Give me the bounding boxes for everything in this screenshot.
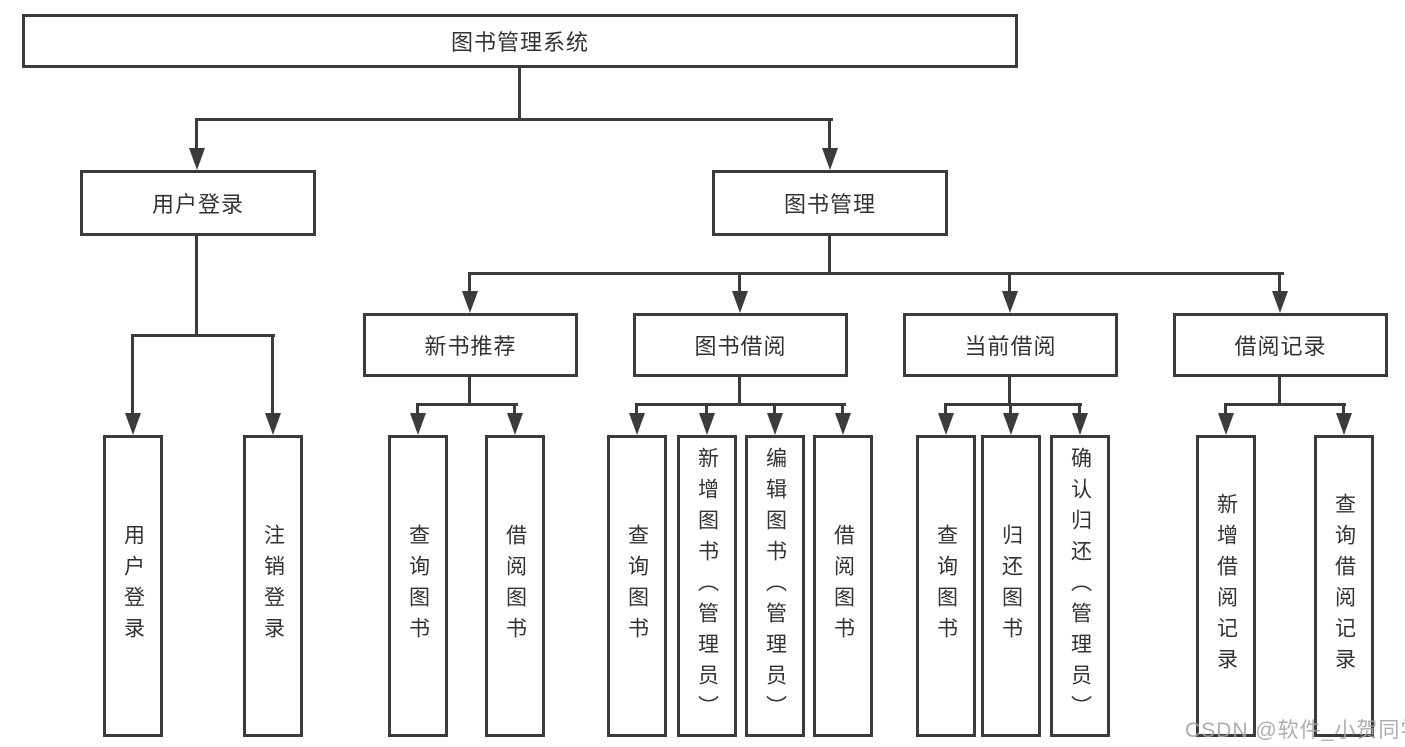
connector-segment — [944, 403, 1082, 406]
leaf-add-book-admin: 新增图书（管理员） — [677, 435, 737, 737]
connector-segment — [738, 272, 741, 293]
connector-segment — [841, 403, 844, 415]
connector-segment — [1008, 377, 1011, 406]
connector-segment — [416, 403, 518, 406]
connector-segment — [1078, 403, 1081, 415]
connector-arrowhead — [265, 413, 281, 435]
connector-segment — [635, 403, 846, 406]
node-new-book-recommendation: 新书推荐 — [363, 313, 578, 377]
csdn-watermark: CSDN @软件_小贺同学 — [1185, 719, 1405, 742]
connector-segment — [468, 272, 1284, 275]
connector-arrowhead — [822, 148, 838, 170]
connector-segment — [468, 377, 471, 406]
connector-arrowhead — [629, 413, 645, 435]
node-book-management: 图书管理 — [712, 170, 948, 236]
leaf-query-books-current: 查询图书 — [916, 435, 976, 737]
leaf-return-books: 归还图书 — [981, 435, 1041, 737]
leaf-query-books-recommend: 查询图书 — [388, 435, 448, 737]
connector-arrowhead — [938, 413, 954, 435]
leaf-logout: 注销登录 — [243, 435, 303, 737]
leaf-add-borrow-record: 新增借阅记录 — [1196, 435, 1256, 737]
leaf-query-borrow-record: 查询借阅记录 — [1314, 435, 1374, 737]
connector-segment — [1009, 403, 1012, 415]
connector-arrowhead — [507, 413, 523, 435]
node-current-borrowing: 当前借阅 — [903, 313, 1118, 377]
leaf-borrow-books-borrowing: 借阅图书 — [813, 435, 873, 737]
leaf-borrow-books-recommend: 借阅图书 — [485, 435, 545, 737]
connector-arrowhead — [1272, 291, 1288, 313]
connector-segment — [828, 236, 831, 275]
connector-segment — [513, 403, 516, 415]
connector-arrowhead — [189, 148, 205, 170]
connector-segment — [944, 403, 947, 415]
connector-segment — [271, 334, 274, 415]
connector-segment — [1278, 272, 1281, 293]
node-user-login: 用户登录 — [80, 170, 316, 236]
connector-segment — [518, 68, 521, 121]
connector-segment — [195, 118, 198, 150]
node-book-borrowing: 图书借阅 — [633, 313, 848, 377]
connector-segment — [416, 403, 419, 415]
connector-segment — [828, 118, 831, 150]
connector-arrowhead — [699, 413, 715, 435]
connector-segment — [705, 403, 708, 415]
leaf-edit-book-admin: 编辑图书（管理员） — [745, 435, 805, 737]
connector-arrowhead — [1218, 413, 1234, 435]
connector-segment — [738, 377, 741, 406]
connector-arrowhead — [1002, 291, 1018, 313]
connector-arrowhead — [1336, 413, 1352, 435]
connector-arrowhead — [767, 413, 783, 435]
connector-segment — [773, 403, 776, 415]
node-borrowing-records: 借阅记录 — [1173, 313, 1388, 377]
connector-segment — [1224, 403, 1346, 406]
leaf-confirm-return-admin: 确认归还（管理员） — [1050, 435, 1110, 737]
connector-segment — [195, 236, 198, 337]
connector-segment — [468, 272, 471, 293]
connector-segment — [1278, 377, 1281, 406]
connector-arrowhead — [125, 413, 141, 435]
connector-arrowhead — [1072, 413, 1088, 435]
connector-segment — [1224, 403, 1227, 415]
connector-arrowhead — [1003, 413, 1019, 435]
connector-segment — [1008, 272, 1011, 293]
connector-segment — [635, 403, 638, 415]
connector-arrowhead — [732, 291, 748, 313]
leaf-query-books-borrowing: 查询图书 — [607, 435, 667, 737]
leaf-user-login: 用户登录 — [103, 435, 163, 737]
node-library-management-system: 图书管理系统 — [22, 14, 1018, 68]
connector-segment — [131, 334, 275, 337]
connector-segment — [1342, 403, 1345, 415]
connector-segment — [195, 118, 833, 121]
connector-arrowhead — [835, 413, 851, 435]
connector-segment — [131, 334, 134, 415]
connector-arrowhead — [462, 291, 478, 313]
connector-arrowhead — [410, 413, 426, 435]
